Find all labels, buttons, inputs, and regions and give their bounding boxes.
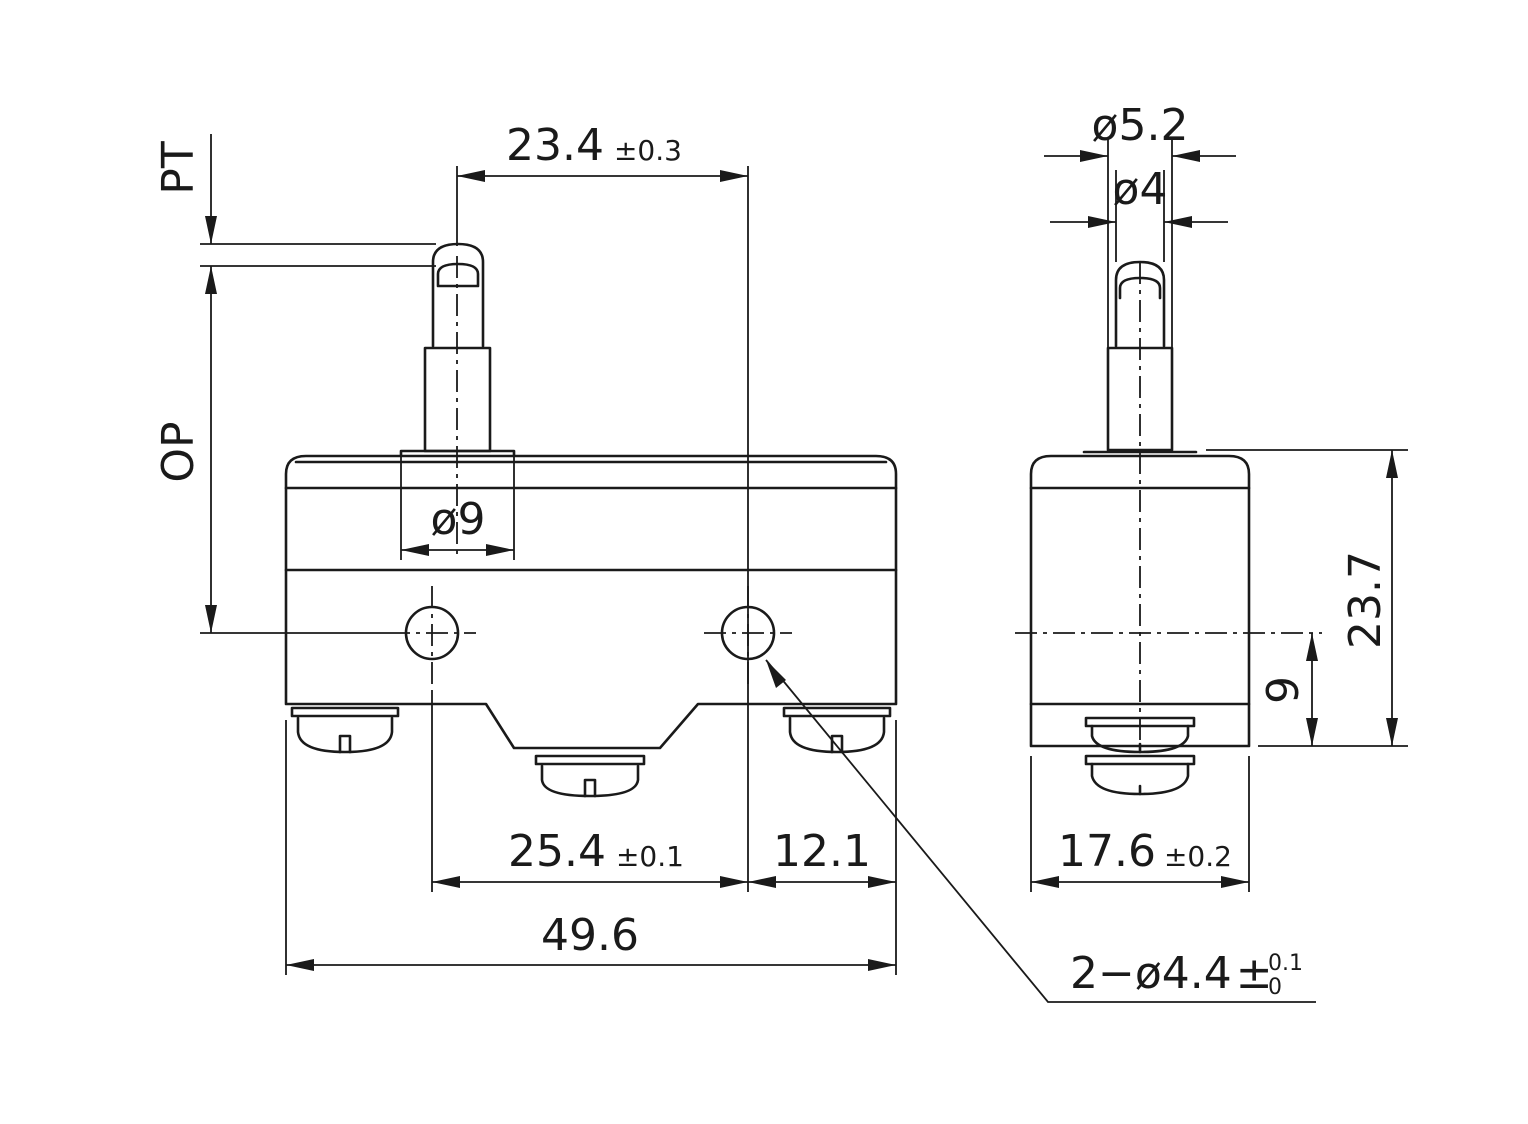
label-edge-offset: 12.1 xyxy=(773,826,871,877)
label-op: OP xyxy=(153,421,204,482)
side-dimensions: ø5.2 ø4 23.7 9 17.6±0.2 xyxy=(1030,100,1408,892)
label-height-hole: 9 xyxy=(1258,676,1309,704)
side-view xyxy=(1015,260,1322,796)
label-holes-tol-lower: 0 xyxy=(1268,975,1282,1000)
terminal-middle xyxy=(534,754,646,798)
body-cover xyxy=(284,454,898,572)
label-holes-tol-upper: 0.1 xyxy=(1268,951,1303,976)
label-tip-inner-diameter: ø4 xyxy=(1113,164,1168,215)
plunger-tip-inner xyxy=(436,262,480,288)
label-boot-diameter: ø9 xyxy=(431,494,486,545)
label-tip-outer-diameter: ø5.2 xyxy=(1092,100,1189,151)
label-plunger-spacing: 23.4±0.3 xyxy=(506,120,682,171)
plunger-tip xyxy=(431,242,485,348)
label-holes: 2−ø4.4± xyxy=(1070,948,1273,999)
body-housing xyxy=(284,568,898,750)
terminal-left xyxy=(290,706,400,754)
label-length-total: 49.6 xyxy=(541,910,639,961)
label-pt: PT xyxy=(153,141,204,195)
front-view xyxy=(284,242,898,798)
terminal-right xyxy=(782,706,892,754)
front-dimensions: PT OP 23.4±0.3 ø9 25.4±0.1 12.1 49.6 xyxy=(153,120,1316,1003)
label-depth: 17.6±0.2 xyxy=(1058,826,1232,877)
label-height-total: 23.7 xyxy=(1340,551,1391,649)
label-hole-spacing: 25.4±0.1 xyxy=(508,826,684,877)
